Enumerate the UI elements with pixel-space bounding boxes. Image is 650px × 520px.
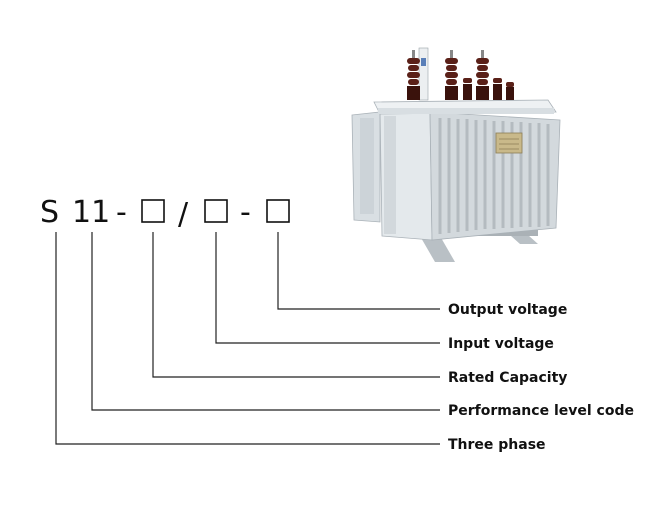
label-three-phase: Three phase [448,437,546,453]
tank-body [379,109,433,241]
label-output-voltage: Output voltage [448,302,567,318]
code-level-number: 11 [72,195,110,230]
output-voltage-box [266,199,290,223]
leader-rated-capacity [152,232,440,378]
hv-bushing-1 [407,50,420,100]
code-dash-1: - [116,195,127,230]
input-voltage-box [204,199,228,223]
model-code: S 11 - / - [40,195,290,232]
top-cover [373,99,557,115]
label-performance-level-code: Performance level code [448,403,634,419]
label-input-voltage: Input voltage [448,336,554,352]
code-series-letter: S [40,195,59,230]
hv-bushing-3 [476,50,489,100]
hv-bushing-2 [445,50,458,100]
leader-output-voltage [277,232,440,310]
side-tank [351,111,381,223]
code-slash: / [178,197,189,232]
transformer-image [351,47,561,262]
bushings [407,47,514,101]
nameplate [495,132,523,154]
code-dash-2: - [240,195,251,230]
leader-three-phase [55,232,440,445]
radiator-fins [429,111,561,241]
leader-lines [55,232,440,445]
labels: Output voltage Input voltage Rated Capac… [448,302,634,453]
lv-bushings [463,78,514,100]
capacity-box [141,199,165,223]
label-rated-capacity: Rated Capacity [448,370,567,386]
leader-performance-level [91,232,440,411]
leader-input-voltage [215,232,440,344]
